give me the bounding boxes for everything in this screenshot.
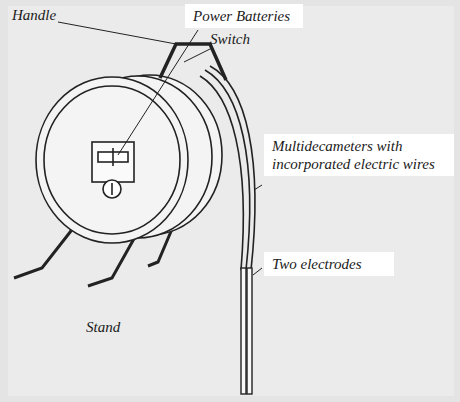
hub <box>92 142 134 198</box>
electrodes <box>241 268 252 394</box>
part-label: Stand <box>86 318 120 336</box>
leader-lines <box>58 22 262 275</box>
part-label: Switch <box>210 30 250 48</box>
part-label: Multidecameters with incorporated electr… <box>264 134 454 176</box>
reel <box>36 75 222 243</box>
background-panel <box>8 6 454 396</box>
part-label: Two electrodes <box>264 252 394 276</box>
part-label: Handle <box>12 6 56 24</box>
part-label: Power Batteries <box>185 4 303 28</box>
tape-cable <box>200 66 255 270</box>
